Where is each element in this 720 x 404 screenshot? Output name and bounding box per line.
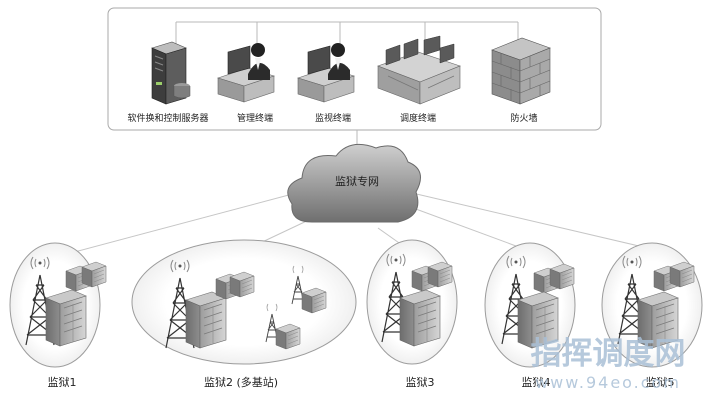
prison-site-5	[601, 242, 703, 368]
prison-site-3	[366, 239, 458, 365]
private-network-cloud	[287, 143, 421, 223]
device-label-dispatch: 调度终端	[400, 112, 436, 124]
storage-icon	[229, 271, 255, 298]
control-center-panel	[107, 7, 602, 131]
device-label-server: 软件换和控制服务器	[127, 112, 208, 124]
storage-icon	[669, 261, 695, 288]
cloud-title: 监狱专网	[335, 174, 379, 188]
cabinet-icon	[185, 291, 227, 349]
device-label-firewall: 防火墙	[510, 112, 537, 124]
storage-icon	[427, 261, 453, 288]
storage-icon	[549, 263, 575, 290]
prison-site-4	[484, 242, 576, 368]
site-label-3: 监狱3	[406, 376, 435, 389]
storage-icon	[81, 261, 107, 288]
prison-site-2	[131, 239, 357, 365]
cabinet-icon	[45, 289, 87, 347]
site-label-5: 监狱5	[646, 376, 675, 389]
cabinet-icon	[399, 289, 441, 347]
server-icon	[151, 41, 191, 105]
site-label-4: 监狱4	[522, 376, 551, 389]
site-label-2: 监狱2 (多基站)	[204, 375, 278, 389]
bus-connector	[175, 21, 519, 155]
site-label-1: 监狱1	[48, 376, 77, 389]
operator-workstation-icon	[297, 43, 355, 103]
storage-icon	[301, 287, 327, 314]
watermark-url: www.94eo.com	[535, 373, 681, 392]
storage-icon	[275, 323, 301, 350]
operator-workstation-icon	[217, 43, 275, 103]
device-label-monitoring: 监视终端	[315, 112, 351, 124]
dispatch-console-icon	[377, 35, 461, 105]
firewall-icon	[491, 37, 551, 105]
device-label-management: 管理终端	[237, 112, 273, 124]
prison-site-1	[9, 242, 107, 368]
watermark-title: 指挥调度网	[531, 336, 686, 372]
